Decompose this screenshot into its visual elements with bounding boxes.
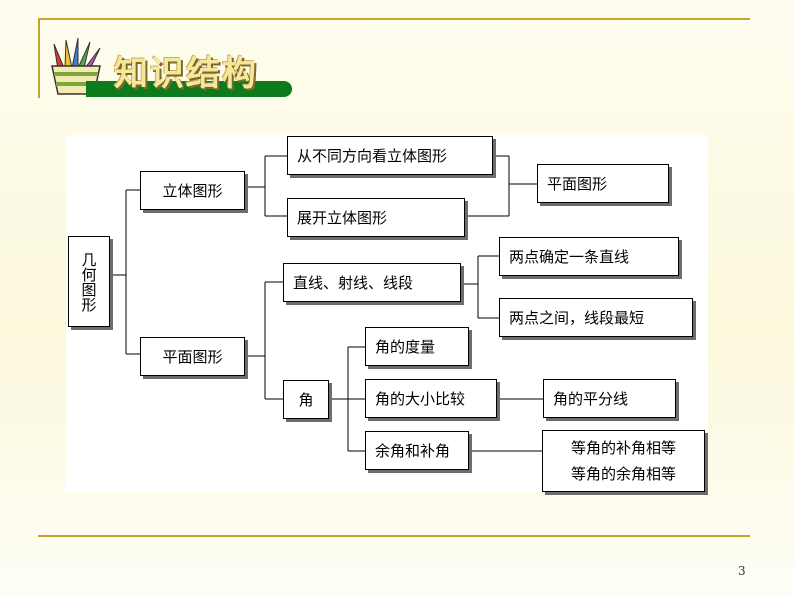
plane-figure-result-node: 平面图形 [537,164,669,203]
title-underline-bar [86,81,292,97]
solid-figures-node: 立体图形 [140,171,245,210]
comp-supp-angle-node: 余角和补角 [365,431,469,470]
two-points-line-node: 两点确定一条直线 [499,237,679,276]
unfold-solid-node: 展开立体图形 [287,198,465,237]
angle-compare-node: 角的大小比较 [365,379,497,418]
angle-bisector-node: 角的平分线 [543,379,676,418]
equal-complement-rule: 等角的余角相等 [570,465,676,483]
equal-supplement-rule: 等角的补角相等 [570,439,676,457]
left-rule [38,18,40,98]
top-rule [38,18,750,20]
plane-figures-node: 平面图形 [140,337,245,376]
root-node: 几何图形 [68,236,110,327]
bottom-rule [38,535,750,537]
line-ray-segment-node: 直线、射线、线段 [283,263,461,302]
angle-node: 角 [283,380,329,419]
angle-measure-node: 角的度量 [365,327,469,366]
shortest-segment-node: 两点之间，线段最短 [499,298,693,337]
page-number: 3 [738,564,746,578]
equal-angle-rules-node: 等角的补角相等 等角的余角相等 [542,430,705,492]
view-from-directions-node: 从不同方向看立体图形 [287,136,493,175]
page-title: 知识结构 [114,54,258,94]
